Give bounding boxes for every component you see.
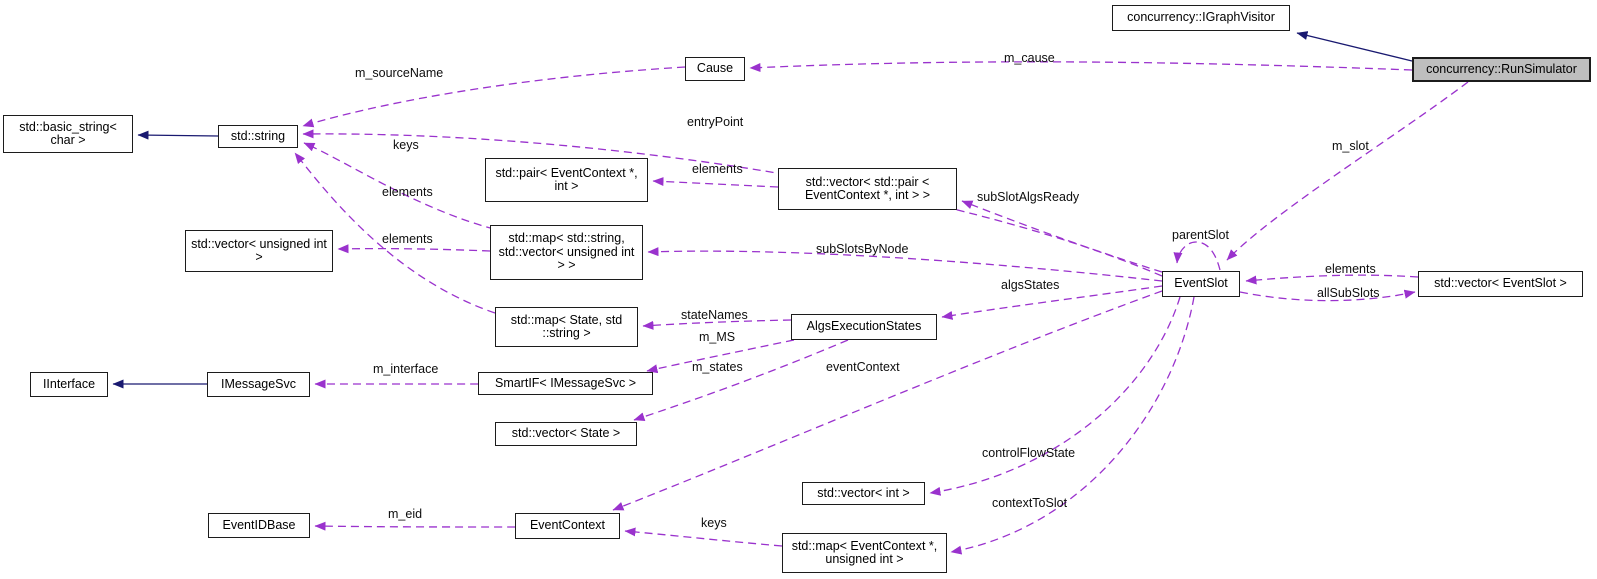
- edge-statenames: [642, 319, 792, 330]
- node-eventidbase[interactable]: EventIDBase: [208, 513, 310, 538]
- edge-label-elements-slots: elements: [1325, 262, 1376, 276]
- node-smartif-imessagesvc[interactable]: SmartIF< IMessageSvc >: [478, 372, 653, 395]
- node-basic-string[interactable]: std::basic_string< char >: [3, 115, 133, 153]
- edge-algsstates: [941, 285, 1163, 320]
- edge-label-statenames: stateNames: [681, 308, 748, 322]
- node-algsexecutionstates[interactable]: AlgsExecutionStates: [791, 314, 937, 340]
- node-eventcontext[interactable]: EventContext: [515, 513, 620, 539]
- edge-keys-context: [624, 527, 783, 547]
- edge-label-m-sourcename: m_sourceName: [355, 66, 444, 80]
- node-label: std::vector< std::pair < EventContext *,…: [804, 174, 931, 202]
- node-label: std::vector< int >: [817, 485, 910, 500]
- edge-m-slot: [1226, 81, 1469, 261]
- node-label: AlgsExecutionStates: [806, 319, 922, 334]
- edge-label-m-interface: m_interface: [373, 362, 439, 376]
- node-vector-pair-eventcontext-int[interactable]: std::vector< std::pair < EventContext *,…: [778, 168, 957, 210]
- node-map-state-string[interactable]: std::map< State, std ::string >: [495, 307, 638, 347]
- node-vector-eventslot[interactable]: std::vector< EventSlot >: [1418, 271, 1583, 297]
- node-map-string-vector[interactable]: std::map< std::string, std::vector< unsi…: [490, 225, 643, 280]
- edge-label-parentslot: parentSlot: [1172, 228, 1229, 242]
- edge-label-m-ms: m_MS: [699, 330, 736, 344]
- edge-keys-string: [303, 142, 495, 230]
- node-label: std::map< std::string, std::vector< unsi…: [498, 231, 635, 273]
- edge-label-subslotalgsready: subSlotAlgsReady: [977, 190, 1080, 204]
- node-cause[interactable]: Cause: [685, 57, 745, 81]
- node-label: EventContext: [529, 518, 606, 533]
- node-imessagesvc[interactable]: IMessageSvc: [207, 372, 310, 397]
- edge-label-controlflowstate: controlFlowState: [982, 446, 1076, 460]
- edge-parentslot-loop: [1173, 241, 1221, 271]
- edge-m-cause: [749, 61, 1413, 73]
- edge-label-contexttoslot: contextToSlot: [992, 496, 1068, 510]
- edge-controlflowstate: [929, 296, 1181, 496]
- node-string[interactable]: std::string: [218, 125, 298, 148]
- node-label: concurrency::RunSimulator: [1426, 61, 1577, 76]
- edge-eventcontext: [612, 290, 1163, 511]
- edge-inherit-runsimulator-igraphvisitor: [1296, 31, 1413, 62]
- node-label: IMessageSvc: [220, 376, 297, 391]
- node-label: std::map< State, std ::string >: [510, 312, 623, 340]
- edge-label-eventcontext: eventContext: [826, 360, 900, 374]
- edge-elements-pair: [652, 176, 779, 188]
- node-label: std::string: [230, 128, 286, 143]
- edge-subslotsbynode: [647, 247, 1163, 282]
- edge-elements-vecunsigned: [337, 244, 491, 254]
- node-pair-eventcontext-int[interactable]: std::pair< EventContext *, int >: [485, 158, 648, 202]
- edge-elements-string: [294, 152, 496, 314]
- edge-label-algsstates: algsStates: [1001, 278, 1060, 292]
- edge-label-m-eid: m_eid: [388, 507, 423, 521]
- node-label: EventIDBase: [222, 517, 296, 532]
- node-label: concurrency::IGraphVisitor: [1127, 10, 1275, 25]
- node-label: IInterface: [42, 376, 96, 391]
- node-runsimulator[interactable]: concurrency::RunSimulator: [1412, 57, 1591, 82]
- edge-entrypoint: [302, 129, 1163, 277]
- edge-label-elements-vecunsigned: elements: [382, 232, 433, 246]
- edge-label-allsubslots: allSubSlots: [1317, 286, 1380, 300]
- node-label: std::vector< EventSlot >: [1434, 276, 1567, 291]
- node-label: std::basic_string< char >: [19, 119, 117, 147]
- edge-label-elements-pair: elements: [692, 162, 743, 176]
- edge-label-m-cause: m_cause: [1004, 51, 1055, 65]
- node-label: SmartIF< IMessageSvc >: [494, 375, 637, 390]
- edge-m-states: [633, 339, 849, 422]
- node-eventslot[interactable]: EventSlot: [1162, 271, 1240, 297]
- edge-label-m-slot: m_slot: [1332, 139, 1369, 153]
- edge-label-keys-string: keys: [393, 138, 419, 152]
- edge-contexttoslot: [950, 296, 1195, 555]
- edge-elements-slots: [1245, 274, 1419, 285]
- node-label: EventSlot: [1174, 276, 1228, 291]
- node-vector-state[interactable]: std::vector< State >: [495, 422, 637, 446]
- edge-label-elements-string: elements: [382, 185, 433, 199]
- edge-allsubslots: [1239, 289, 1416, 302]
- node-label: std::vector< State >: [511, 426, 621, 441]
- edge-m-eid: [314, 521, 516, 531]
- edge-m-ms: [646, 339, 795, 374]
- edge-m-sourcename: [302, 66, 686, 128]
- node-label: std::pair< EventContext *, int >: [495, 165, 638, 193]
- node-vector-unsigned-int[interactable]: std::vector< unsigned int >: [185, 230, 333, 272]
- edge-label-entrypoint: entryPoint: [687, 115, 744, 129]
- node-vector-int[interactable]: std::vector< int >: [802, 482, 925, 505]
- node-igraphvisitor[interactable]: concurrency::IGraphVisitor: [1112, 5, 1290, 31]
- node-iinterface[interactable]: IInterface: [30, 372, 108, 397]
- edge-label-subslotsbynode: subSlotsByNode: [816, 242, 909, 256]
- edge-subslotalgsready: [961, 200, 1163, 273]
- edge-inherit-string-basicstring: [137, 130, 219, 140]
- node-label: std::vector< unsigned int >: [191, 236, 327, 264]
- node-map-eventcontext-unsigned[interactable]: std::map< EventContext *, unsigned int >: [782, 533, 947, 573]
- edge-label-keys-context: keys: [701, 516, 727, 530]
- edge-label-m-states: m_states: [692, 360, 743, 374]
- node-label: std::map< EventContext *, unsigned int >: [791, 538, 938, 566]
- node-label: Cause: [696, 61, 734, 76]
